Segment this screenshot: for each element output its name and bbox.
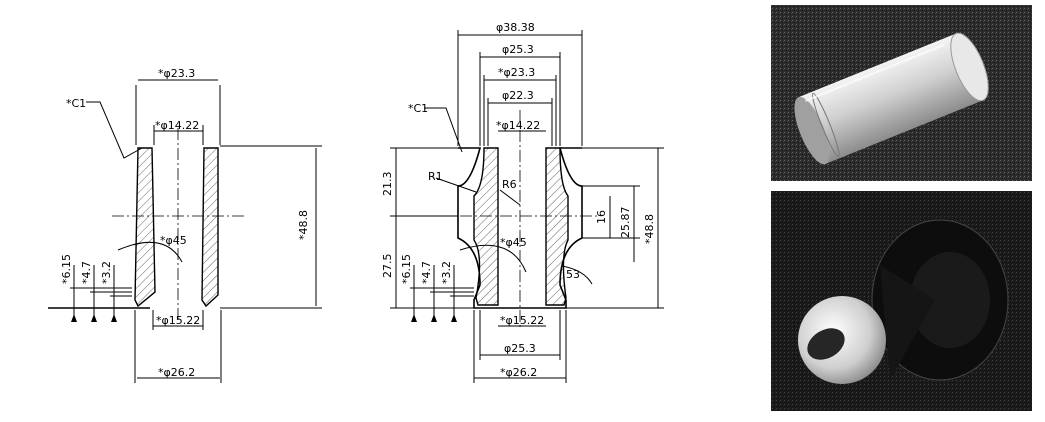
- left-dim-inner-top: *φ14.22: [155, 119, 199, 132]
- right-dim-bottom3: *φ26.2: [500, 366, 537, 379]
- bore-image: [807, 328, 845, 360]
- right-dim-top2: φ25.3: [502, 43, 534, 56]
- right-dim-left-upper: 21.3: [381, 172, 394, 197]
- right-dim-top3: *φ23.3: [498, 66, 535, 79]
- photo-top: [771, 5, 1032, 181]
- right-dim-r1: 16: [595, 210, 608, 224]
- arrow: [71, 314, 77, 322]
- chamfer-leader: [424, 107, 463, 153]
- angle-arc: [459, 244, 527, 273]
- sleeve-part-image: [794, 32, 989, 165]
- left-dim-outer-top: *φ23.3: [158, 67, 195, 80]
- right-radius2: R6: [502, 178, 517, 191]
- right-dim-bottom1: *φ15.22: [500, 314, 544, 327]
- left-wall-section: [134, 147, 156, 308]
- left-dim-inner-bottom: *φ15.22: [156, 314, 200, 327]
- right-drawing: φ38.38 φ25.3 *φ23.3 φ22.3 *φ14.22 *C1 R1…: [381, 21, 664, 383]
- arrow: [91, 314, 97, 322]
- radius-leader: [435, 177, 477, 193]
- left-chamfer-label: *C1: [66, 97, 86, 110]
- arrow: [411, 314, 417, 322]
- right-dim-v1: *6.15: [400, 254, 413, 284]
- left-drawing: *C1 *φ23.3 *φ14.22 *48.8 *φ45 *6.15 *4.7…: [48, 67, 322, 383]
- right-dim-v3: *3.2: [440, 261, 453, 284]
- left-dim-v2: *4.7: [80, 261, 93, 284]
- right-dim-r3: *48.8: [643, 214, 656, 244]
- right-outer-profile: [457, 147, 583, 309]
- right-chamfer-label: *C1: [408, 102, 428, 115]
- right-wall-section: [201, 147, 219, 308]
- right-dim-left-lower: 27.5: [381, 254, 394, 279]
- right-dim-r2: 25.87: [619, 207, 632, 239]
- arrow: [451, 314, 457, 322]
- right-dim-top4: φ22.3: [502, 89, 534, 102]
- right-left-wall-section: [473, 147, 499, 306]
- right-radius1: R1: [428, 170, 443, 183]
- angle-arc-2: [561, 265, 593, 285]
- right-dim-bottom2: φ25.3: [504, 342, 536, 355]
- right-right-wall-section: [545, 147, 569, 306]
- arrow: [431, 314, 437, 322]
- right-dim-top1: φ38.38: [496, 21, 535, 34]
- left-dim-height: *48.8: [297, 210, 310, 240]
- radius-leader: [499, 189, 521, 206]
- angle-arc: [117, 241, 183, 263]
- left-dim-v3: *3.2: [100, 261, 113, 284]
- right-dim-angle: *φ45: [500, 236, 527, 249]
- left-dim-outer-bottom: *φ26.2: [158, 366, 195, 379]
- right-dim-v2: *4.7: [420, 261, 433, 284]
- right-dim-angle2: 53: [566, 268, 580, 281]
- photo-bottom: [771, 191, 1032, 411]
- left-dim-angle: *φ45: [160, 234, 187, 247]
- chamfer-leader: [86, 101, 143, 159]
- left-dim-v1: *6.15: [60, 254, 73, 284]
- right-dim-top5: *φ14.22: [496, 119, 540, 132]
- arrow: [111, 314, 117, 322]
